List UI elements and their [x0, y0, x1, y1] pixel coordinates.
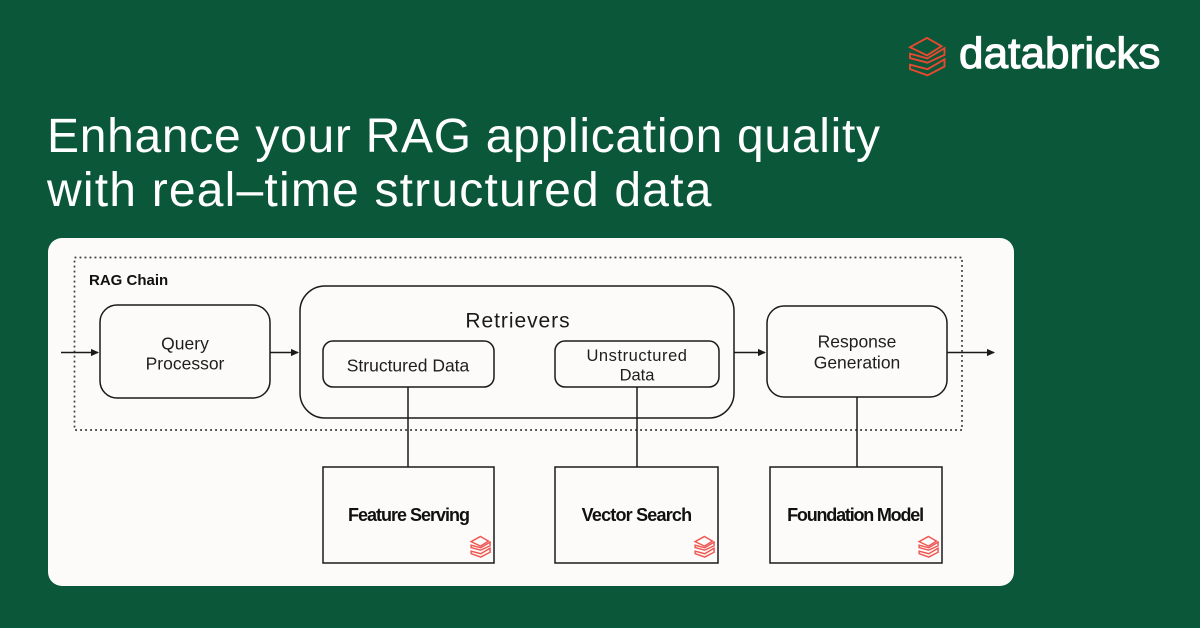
svg-text:Unstructured: Unstructured [586, 347, 687, 365]
svg-text:Structured Data: Structured Data [347, 355, 470, 375]
svg-text:Query: Query [161, 334, 209, 354]
svg-text:Generation: Generation [814, 353, 901, 373]
svg-text:Data: Data [620, 366, 656, 384]
svg-text:Processor: Processor [146, 354, 225, 374]
svg-text:Response: Response [818, 332, 897, 352]
svg-text:Retrievers: Retrievers [465, 310, 570, 333]
svg-text:Vector Search: Vector Search [582, 505, 692, 525]
svg-text:Feature Serving: Feature Serving [348, 505, 469, 525]
svg-text:RAG Chain: RAG Chain [89, 272, 168, 289]
svg-text:Foundation Model: Foundation Model [787, 505, 923, 525]
